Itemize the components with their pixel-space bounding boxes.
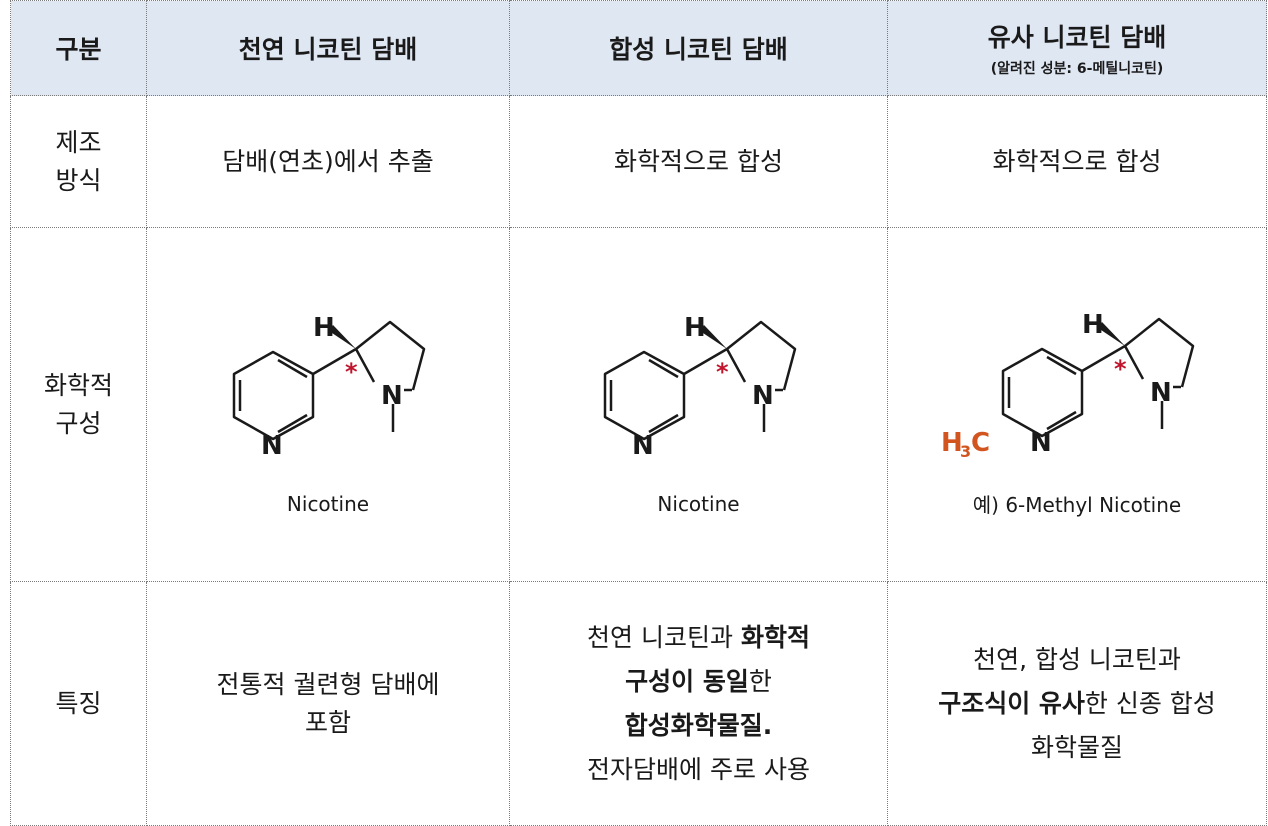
row-label-features: 특징: [10, 581, 147, 826]
header-analog-subtitle: (알려진 성분: 6-메틸니코틴): [990, 61, 1164, 77]
features-synthetic-bold-e: 합성화학물질.: [624, 710, 773, 740]
nicotine-structure-natural: H N N *: [232, 313, 426, 461]
stereocenter-mark-natural: *: [345, 358, 358, 386]
features-natural-line1: 전통적 궐련형 담배에: [216, 669, 440, 699]
cell-composition-synthetic: H N N * Nicotine: [509, 227, 888, 582]
header-analog-nicotine: 유사 니코틴 담배 (알려진 성분: 6-메틸니코틴): [887, 0, 1267, 96]
atom-n-pyridine-synthetic: N: [632, 431, 654, 461]
header-row: 구분 천연 니코틴 담배 합성 니코틴 담배 유사 니코틴 담배 (알려진 성분…: [10, 0, 1267, 96]
features-synthetic-bold-c: 구성이 동일: [625, 666, 749, 696]
cell-features-natural: 전통적 궐련형 담배에 포함: [146, 581, 510, 826]
atom-h-natural: H: [313, 313, 335, 343]
features-natural-line2: 포함: [304, 707, 351, 737]
stereocenter-mark-synthetic: *: [716, 358, 729, 386]
caption-analog: 예) 6-Methyl Nicotine: [972, 493, 1182, 517]
methyl-h: H: [941, 428, 963, 458]
row-label-manufacture-line1: 제조: [55, 127, 102, 157]
methyl-nicotine-structure-analog: H N N * H 3 C: [941, 310, 1195, 461]
features-synthetic-text-f: 전자담배에 주로 사용: [587, 754, 810, 784]
atom-n-pyrrolidine-analog: N: [1150, 378, 1172, 408]
atom-h-analog: H: [1082, 310, 1104, 340]
header-natural-nicotine: 천연 니코틴 담배: [146, 0, 510, 96]
caption-synthetic: Nicotine: [657, 491, 740, 516]
stereocenter-mark-analog: *: [1114, 355, 1127, 383]
atom-n-pyridine-natural: N: [261, 431, 283, 461]
row-label-composition-line1: 화학적: [43, 370, 113, 400]
features-synthetic-text-d: 한: [748, 666, 772, 696]
header-category: 구분: [10, 0, 147, 96]
features-synthetic-text-a: 천연 니코틴과: [587, 622, 741, 652]
features-analog-bold-b: 구조식이 유사: [938, 688, 1085, 718]
features-analog-text-a: 천연, 합성 니코틴과: [973, 644, 1181, 674]
row-composition: 화학적 구성: [10, 227, 1267, 582]
features-analog-text-c: 한 신종 합성: [1084, 688, 1216, 718]
nicotine-structure-synthetic: H N N *: [603, 313, 796, 461]
row-features: 특징 전통적 궐련형 담배에 포함 천연 니코틴과 화학적 구성이 동일한 합성…: [10, 581, 1267, 826]
methyl-group-label: H 3 C: [941, 428, 990, 461]
cell-composition-analog: H N N * H 3 C 예) 6-Methyl Nicotine: [887, 227, 1267, 582]
atom-n-pyrrolidine-synthetic: N: [752, 381, 774, 411]
caption-natural: Nicotine: [286, 491, 370, 516]
cell-manufacture-natural: 담배(연초)에서 추출: [146, 95, 510, 228]
methyl-c: C: [971, 428, 990, 458]
comparison-document: 구분 천연 니코틴 담배 합성 니코틴 담배 유사 니코틴 담배 (알려진 성분…: [10, 0, 1267, 826]
row-label-manufacture: 제조 방식: [10, 95, 147, 228]
atom-n-pyridine-analog: N: [1030, 428, 1052, 458]
header-synthetic-nicotine: 합성 니코틴 담배: [509, 0, 888, 96]
row-manufacture: 제조 방식 담배(연초)에서 추출 화학적으로 합성 화학적으로 합성: [10, 95, 1267, 228]
atom-n-pyrrolidine-natural: N: [381, 381, 403, 411]
cell-features-synthetic: 천연 니코틴과 화학적 구성이 동일한 합성화학물질. 전자담배에 주로 사용: [509, 581, 888, 826]
cell-features-analog: 천연, 합성 니코틴과 구조식이 유사한 신종 합성 화학물질: [887, 581, 1267, 826]
features-synthetic-bold-b: 화학적: [740, 622, 810, 652]
cell-manufacture-analog: 화학적으로 합성: [887, 95, 1267, 228]
atom-h-synthetic: H: [684, 313, 706, 343]
row-label-manufacture-line2: 방식: [55, 165, 102, 195]
cell-manufacture-synthetic: 화학적으로 합성: [509, 95, 888, 228]
row-label-composition: 화학적 구성: [10, 227, 147, 582]
features-analog-text-d: 화학물질: [1030, 732, 1123, 762]
row-label-composition-line2: 구성: [55, 408, 102, 438]
cell-composition-natural: H N N * Nicotine: [146, 227, 510, 582]
methyl-subscript: 3: [960, 442, 971, 461]
nicotine-comparison-table: 구분 천연 니코틴 담배 합성 니코틴 담배 유사 니코틴 담배 (알려진 성분…: [10, 0, 1267, 826]
header-analog-title: 유사 니코틴 담배: [987, 23, 1167, 52]
